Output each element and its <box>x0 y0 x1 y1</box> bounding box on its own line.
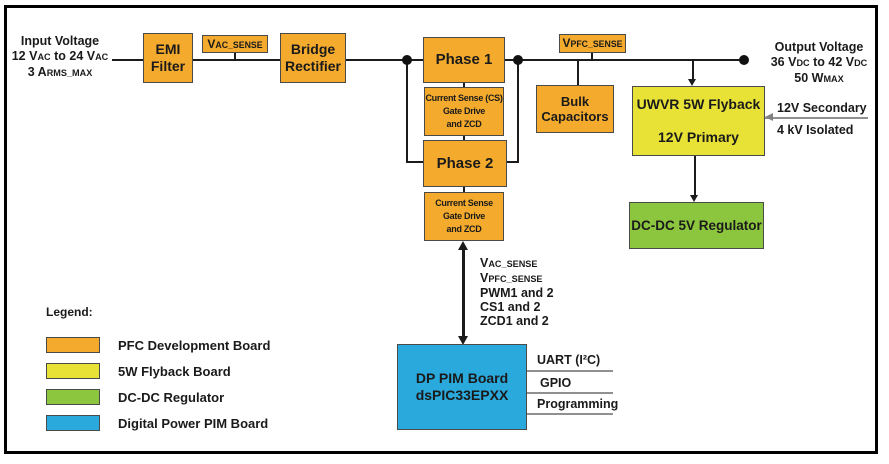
legend-swatch-flyback <box>46 363 100 379</box>
secondary-annotation-top: 12V Secondary <box>777 101 867 116</box>
output-voltage-line3: 50 WMAX <box>794 71 844 85</box>
secondary-isolation-line <box>765 117 868 119</box>
emi-filter-label-line1: EMI <box>155 41 181 58</box>
legend-label-dcdc: DC-DC Regulator <box>118 389 225 405</box>
dp-pim-board-block: DP PIM Board dsPIC33EPXX <box>397 344 527 430</box>
legend: PFC Development Board 5W Flyback Board D… <box>46 337 270 431</box>
programming-port-line <box>527 413 613 415</box>
dcdc-arrow-line <box>694 156 696 196</box>
legend-label-pfc: PFC Development Board <box>118 337 271 353</box>
bulk-capacitors-drop-line <box>577 60 579 85</box>
phase2-left-branch-h <box>406 161 423 163</box>
programming-port-label: Programming <box>537 397 619 411</box>
pim-label-line1: DP PIM Board <box>415 370 509 387</box>
bus-terminal-dot <box>739 55 749 65</box>
legend-row-dcdc: DC-DC Regulator <box>46 389 270 405</box>
cs2-label-line1: Current Sense <box>435 197 493 208</box>
flyback-input-arrow-line <box>692 60 694 80</box>
phase2-cs2-connector <box>463 187 465 193</box>
phase2-right-branch-v <box>517 60 519 163</box>
pim-signal-arrow-line <box>462 249 465 338</box>
input-voltage-line2: 12 VAC to 24 VAC <box>11 49 109 63</box>
bus-junction-dot-right <box>513 55 523 65</box>
signal-vac-sense: VAC_SENSE <box>480 256 538 270</box>
cs1-label-line3: and ZCD <box>446 119 482 130</box>
cs2-label-line3: and ZCD <box>446 224 482 235</box>
gpio-port-label: GPIO <box>540 376 572 390</box>
pim-signal-arrowhead-up-icon <box>458 241 468 250</box>
vac-sense-tap-line <box>234 52 236 60</box>
flyback-label-line1: UWVR 5W Flyback <box>636 96 761 112</box>
vac-sense-label: VAC_SENSE <box>207 36 263 51</box>
diagram-frame <box>4 5 878 454</box>
pim-signal-arrowhead-down-icon <box>458 336 468 345</box>
uart-port-label: UART (I²C) <box>537 353 601 367</box>
flyback-input-arrowhead-icon <box>688 79 696 86</box>
phase1-block: Phase 1 <box>423 37 505 83</box>
current-sense-cs1-block: Current Sense (CS) Gate Drive and ZCD <box>424 87 504 136</box>
vpfc-sense-label: VPFC_SENSE <box>562 36 623 51</box>
vac-sense-label-box: VAC_SENSE <box>202 35 268 53</box>
cs2-label-line2: Gate Drive <box>442 210 486 221</box>
legend-label-pim: Digital Power PIM Board <box>118 415 269 431</box>
output-voltage-line1: Output Voltage <box>774 40 864 54</box>
legend-row-pim: Digital Power PIM Board <box>46 415 270 431</box>
bridge-rectifier-label-line2: Rectifier <box>284 58 342 74</box>
output-voltage-line2: 36 VDC to 42 VDC <box>770 55 868 69</box>
bus-junction-dot-left <box>402 55 412 65</box>
emi-filter-block: EMI Filter <box>143 33 193 83</box>
signal-zcd: ZCD1 and 2 <box>480 314 549 328</box>
flyback-block: UWVR 5W Flyback 12V Primary <box>632 86 765 156</box>
signal-pwm: PWM1 and 2 <box>480 286 554 300</box>
legend-swatch-dcdc <box>46 389 100 405</box>
vpfc-sense-label-box: VPFC_SENSE <box>559 34 626 53</box>
legend-swatch-pim <box>46 415 100 431</box>
legend-row-flyback: 5W Flyback Board <box>46 363 270 379</box>
secondary-annotation-bottom: 4 kV Isolated <box>777 123 853 138</box>
bulk-capacitors-block: Bulk Capacitors <box>536 85 614 133</box>
bulk-capacitors-label-line1: Bulk <box>560 93 590 109</box>
phase2-left-branch-v <box>406 60 408 163</box>
dcdc-regulator-label: DC-DC 5V Regulator <box>631 217 762 233</box>
legend-label-flyback: 5W Flyback Board <box>118 363 231 379</box>
phase1-cs1-connector <box>463 83 465 88</box>
input-voltage-annotation: Input Voltage 12 VAC to 24 VAC 3 ARMS_MA… <box>8 34 112 81</box>
cs1-label-line2: Gate Drive <box>442 105 486 116</box>
flyback-label-line2: 12V Primary <box>658 129 739 146</box>
emi-filter-label-line2: Filter <box>150 58 186 74</box>
cs1-label-line1: Current Sense (CS) <box>425 92 503 103</box>
legend-title: Legend: <box>46 305 93 319</box>
secondary-arrowhead-icon <box>765 113 773 121</box>
phase2-block: Phase 2 <box>423 140 507 187</box>
cs1-phase2-connector <box>463 136 465 141</box>
gpio-port-line <box>527 392 613 394</box>
uart-port-line <box>527 370 613 372</box>
pim-label-line2: dsPIC33EPXX <box>415 387 509 403</box>
legend-row-pfc: PFC Development Board <box>46 337 270 353</box>
bridge-rectifier-label-line1: Bridge <box>290 41 336 58</box>
isolated-label: 4 kV Isolated <box>777 123 854 137</box>
phase1-label: Phase 1 <box>435 51 493 69</box>
bulk-capacitors-label-line2: Capacitors <box>541 109 609 124</box>
input-voltage-line3: 3 ARMS_MAX <box>27 65 93 79</box>
secondary-label: 12V Secondary <box>777 101 867 115</box>
legend-swatch-pfc <box>46 337 100 353</box>
phase2-label: Phase 2 <box>436 154 494 172</box>
pim-signal-list: VAC_SENSE VPFC_SENSE PWM1 and 2 CS1 and … <box>480 256 554 328</box>
signal-vpfc-sense: VPFC_SENSE <box>480 271 543 285</box>
current-sense-cs2-block: Current Sense Gate Drive and ZCD <box>424 192 504 241</box>
phase2-right-branch-h <box>505 161 519 163</box>
dcdc-arrowhead-icon <box>690 195 698 202</box>
dcdc-regulator-block: DC-DC 5V Regulator <box>629 202 764 249</box>
output-voltage-annotation: Output Voltage 36 VDC to 42 VDC 50 WMAX <box>760 40 878 87</box>
vpfc-sense-tap-line <box>591 52 593 60</box>
bridge-rectifier-block: Bridge Rectifier <box>280 33 346 83</box>
signal-cs: CS1 and 2 <box>480 300 541 314</box>
input-voltage-line1: Input Voltage <box>20 34 100 48</box>
